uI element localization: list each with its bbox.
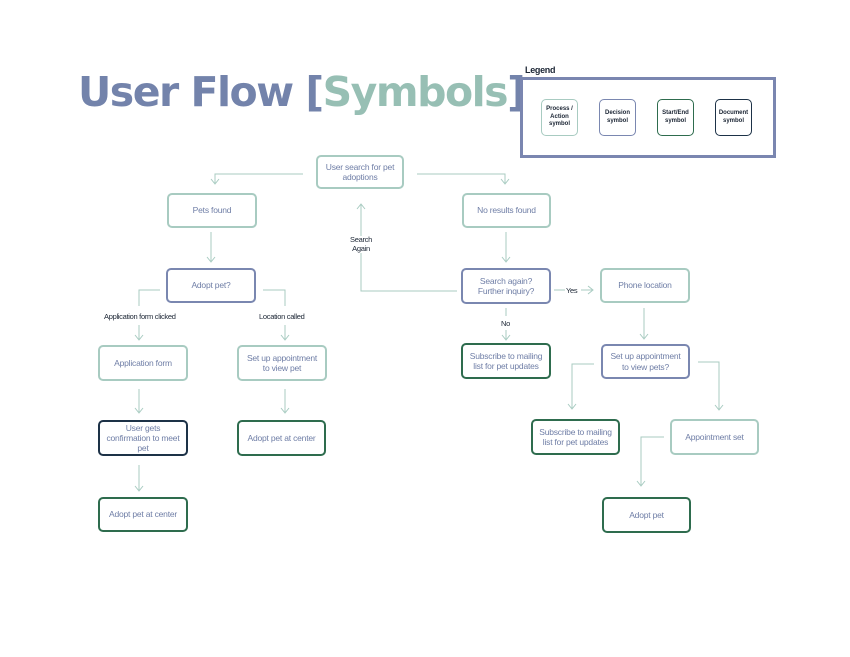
arrowhead bbox=[500, 178, 510, 185]
node-no-results: No results found bbox=[462, 193, 551, 228]
label-location-called: Location called bbox=[259, 312, 305, 321]
label-yes: Yes bbox=[566, 286, 578, 295]
node-adopt-decision: Adopt pet? bbox=[166, 268, 256, 303]
node-setup-view-pets: Set up appointment to view pets? bbox=[601, 344, 690, 379]
node-application-form: Application form bbox=[98, 345, 188, 381]
legend-start-end-symbol: Start/End symbol bbox=[657, 99, 694, 136]
node-phone-location: Phone location bbox=[600, 268, 690, 303]
node-search-again-decision: Search again? Further inquiry? bbox=[461, 268, 551, 304]
title-highlight: Symbols bbox=[322, 68, 509, 116]
arrowhead bbox=[356, 203, 366, 210]
arrowhead bbox=[280, 334, 290, 341]
arrowhead bbox=[134, 334, 144, 341]
arrowhead bbox=[280, 407, 290, 414]
arrowhead bbox=[636, 480, 646, 487]
arrowhead bbox=[714, 404, 724, 411]
node-subscribe-1: Subscribe to mailing list for pet update… bbox=[461, 343, 551, 379]
label-application-form-clicked: Application form clicked bbox=[104, 312, 176, 321]
node-confirmation: User gets confirmation to meet pet bbox=[98, 420, 188, 456]
legend-process-symbol: Process / Action symbol bbox=[541, 99, 578, 136]
label-search-again: Search Again bbox=[343, 235, 379, 254]
arrowhead bbox=[134, 485, 144, 492]
legend-title: Legend bbox=[525, 65, 556, 75]
node-user-search: User search for pet adoptions bbox=[316, 155, 404, 189]
arrowhead bbox=[210, 178, 220, 185]
node-adopt-pet: Adopt pet bbox=[602, 497, 691, 533]
legend-box: Process / Action symbol Decision symbol … bbox=[520, 77, 776, 158]
connector-adopt-left bbox=[138, 289, 160, 306]
node-appointment-set: Appointment set bbox=[670, 419, 759, 455]
arrowhead bbox=[134, 407, 144, 414]
node-setup-view-pet: Set up appointment to view pet bbox=[237, 345, 327, 381]
connector-adopt-right bbox=[263, 289, 286, 306]
title-main: User Flow bbox=[78, 68, 306, 116]
node-subscribe-2: Subscribe to mailing list for pet update… bbox=[531, 419, 620, 455]
title-open-bracket: [ bbox=[305, 68, 324, 116]
arrowhead bbox=[501, 256, 511, 263]
connector-setup-to-appointment bbox=[698, 361, 720, 409]
arrowhead bbox=[501, 334, 511, 341]
page-title: User Flow [Symbols] bbox=[78, 68, 526, 116]
connector-search-to-no-results bbox=[417, 173, 506, 183]
node-pets-found: Pets found bbox=[167, 193, 257, 228]
connector-setup-to-subscribe bbox=[571, 363, 594, 408]
arrowhead bbox=[587, 285, 594, 295]
legend-document-symbol: Document symbol bbox=[715, 99, 752, 136]
arrowhead bbox=[567, 403, 577, 410]
node-adopt-center-1: Adopt pet at center bbox=[237, 420, 326, 456]
arrowhead bbox=[206, 256, 216, 263]
node-adopt-center-2: Adopt pet at center bbox=[98, 497, 188, 532]
legend-decision-symbol: Decision symbol bbox=[599, 99, 636, 136]
connector-search-to-pets-found bbox=[214, 173, 303, 183]
label-no: No bbox=[501, 319, 510, 328]
connector-search-again-loop bbox=[360, 204, 457, 292]
connector-appointment-to-adopt bbox=[640, 436, 664, 485]
arrowhead bbox=[639, 333, 649, 340]
